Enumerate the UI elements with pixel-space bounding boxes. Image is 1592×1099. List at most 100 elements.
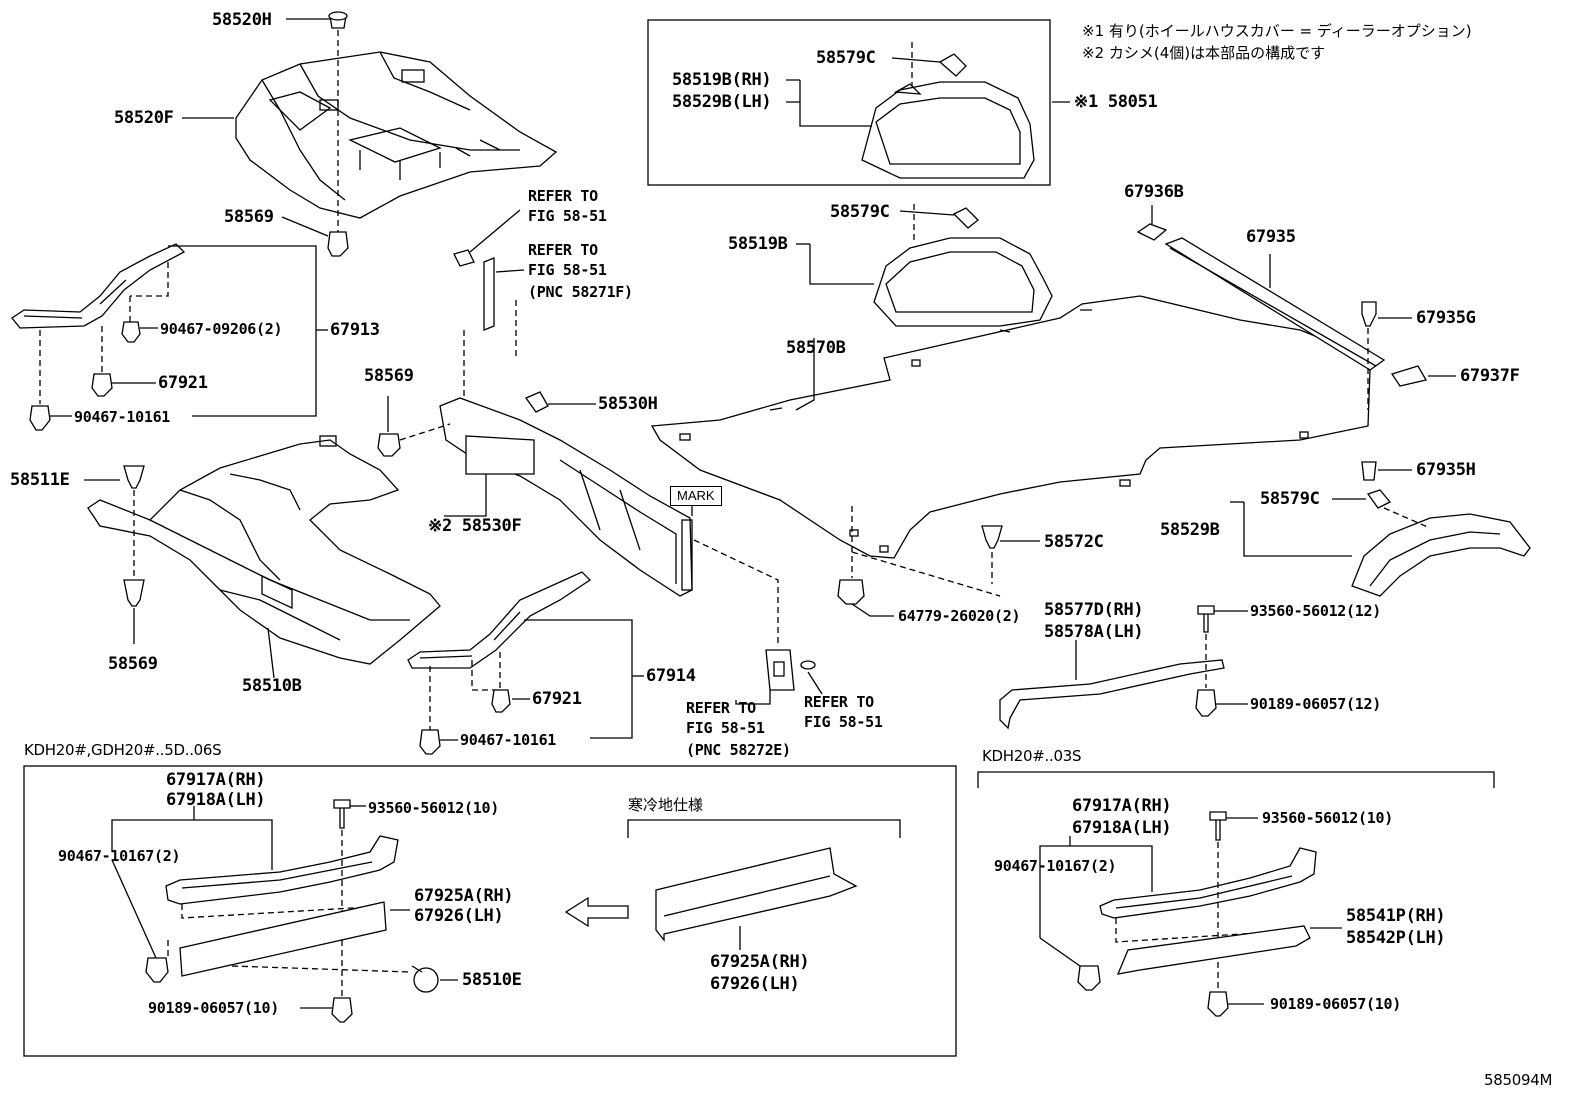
- label-r-93560: 93560-56012(10): [1262, 809, 1393, 827]
- part-58541P-plate: [1116, 925, 1311, 975]
- clip-refer-fig5851-icon: [453, 249, 475, 267]
- part-67913-step: [11, 243, 186, 329]
- part-67925A-cold-plate: [655, 847, 858, 942]
- note-2: ※2 カシメ(4個)は本部品の構成です: [1082, 44, 1326, 62]
- bracket-58271F-icon: [483, 257, 495, 331]
- label-58519B-RH: 58519B(RH): [672, 70, 772, 90]
- label-67935G: 67935G: [1416, 308, 1476, 328]
- part-67935-bar: [1164, 237, 1386, 371]
- label-58510B: 58510B: [242, 676, 302, 696]
- label-l-67918A: 67918A(LH): [166, 790, 266, 810]
- variant-bracket-right: [977, 771, 1495, 788]
- label-58520F: 58520F: [114, 108, 174, 128]
- label-67913: 67913: [330, 320, 380, 340]
- label-l-93560: 93560-56012(10): [368, 799, 499, 817]
- label-58530F: ※2 58530F: [428, 516, 522, 536]
- label-58579C-box: 58579C: [816, 48, 876, 68]
- label-67936B: 67936B: [1124, 182, 1184, 202]
- label-l-90467: 90467-10167(2): [58, 847, 181, 865]
- clip-58569-bot-icon: [123, 579, 145, 607]
- refer-3-line-1: REFER TO: [686, 699, 756, 717]
- nut-90189-left-icon: [331, 997, 353, 1023]
- label-90467-09206: 90467-09206(2): [160, 320, 283, 338]
- clip-67935G-icon: [1361, 301, 1377, 327]
- label-r-58542P: 58542P(LH): [1346, 928, 1446, 948]
- part-67917A-step-left: [165, 835, 399, 905]
- nut-90189-12-icon: [1195, 689, 1217, 717]
- part-67937F-pad: [1390, 365, 1427, 387]
- label-l-90189: 90189-06057(10): [148, 999, 279, 1017]
- clip-90467-10167-left-icon: [145, 957, 169, 983]
- part-67925A-plate-left: [179, 901, 387, 977]
- part-58530F-tunnel: [439, 397, 693, 597]
- part-58529B-cover: [1351, 513, 1531, 597]
- variant-label-left: KDH20#,GDH20#..5D..06S: [24, 741, 222, 759]
- part-58577D-bracket: [999, 659, 1225, 730]
- clip-67921-a-icon: [91, 373, 113, 397]
- bolt-93560-12-icon: [1197, 605, 1215, 633]
- clip-58569-icon: [327, 231, 349, 257]
- part-67936B-pad: [1136, 223, 1168, 241]
- part-58520F-panel: [235, 51, 558, 219]
- label-58569-bot: 58569: [108, 654, 158, 674]
- refer-2-line-1: REFER TO: [528, 241, 598, 259]
- clip-90467-09206-icon: [121, 321, 141, 343]
- clip-90467-10161-a-icon: [29, 405, 51, 431]
- label-l-67926: 67926(LH): [414, 906, 504, 926]
- clip-67921-b-icon: [491, 689, 511, 713]
- refer-2-line-2: FIG 58-51: [528, 261, 607, 279]
- label-58520H: 58520H: [212, 10, 272, 30]
- clip-90467-10161-b-icon: [419, 729, 441, 755]
- label-58579C-right: 58579C: [1260, 489, 1320, 509]
- refer-3-line-3: (PNC 58272E): [686, 741, 791, 759]
- label-58051: ※1 58051: [1074, 92, 1158, 112]
- figure-id: 585094M: [1484, 1071, 1553, 1089]
- clip-58579C-mid-icon: [952, 207, 979, 229]
- label-l-58510E: 58510E: [462, 970, 522, 990]
- refer-4-line-2: FIG 58-51: [804, 713, 883, 731]
- cold-spec-label: 寒冷地仕様: [628, 796, 704, 814]
- label-90189-12: 90189-06057(12): [1250, 695, 1381, 713]
- label-r-67918A: 67918A(LH): [1072, 818, 1172, 838]
- label-67921-b: 67921: [532, 689, 582, 709]
- part-58570B-board: [650, 295, 1371, 559]
- label-58511E: 58511E: [10, 470, 70, 490]
- refer-1-line-2: FIG 58-51: [528, 207, 607, 225]
- label-93560-12: 93560-56012(12): [1250, 602, 1381, 620]
- refer-4-line-1: REFER TO: [804, 693, 874, 711]
- clip-67935H-icon: [1361, 461, 1377, 481]
- refer-3-line-2: FIG 58-51: [686, 719, 765, 737]
- clip-58579C-right-icon: [1366, 489, 1392, 509]
- label-58529B-LH: 58529B(LH): [672, 92, 772, 112]
- direction-arrow: [564, 896, 629, 928]
- note-1: ※1 有り(ホイールハウスカバー = ディーラーオプション): [1082, 22, 1472, 40]
- refer-2-line-3: (PNC 58271F): [528, 283, 633, 301]
- label-64779: 64779-26020(2): [898, 607, 1021, 625]
- bolt-93560-right-icon: [1209, 811, 1227, 841]
- label-90467-10161-a: 90467-10161: [74, 408, 171, 426]
- clip-90467-10167-right-icon: [1077, 965, 1101, 991]
- label-67921-a: 67921: [158, 373, 208, 393]
- clip-58530H-icon: [525, 391, 549, 413]
- label-r-67917A: 67917A(RH): [1072, 796, 1172, 816]
- part-58510B-floor: [87, 435, 441, 665]
- label-67914: 67914: [646, 666, 696, 686]
- clip-58579C-icon: [938, 53, 967, 77]
- label-r-90467: 90467-10167(2): [994, 857, 1117, 875]
- label-58579C-mid: 58579C: [830, 202, 890, 222]
- part-58519B-cover: [873, 237, 1053, 327]
- label-58578A: 58578A(LH): [1044, 622, 1144, 642]
- variant-box-left: [23, 765, 957, 1057]
- clip-58511E-icon: [123, 465, 145, 489]
- variant-label-right: KDH20#..03S: [982, 747, 1082, 765]
- label-58569-top: 58569: [224, 207, 274, 227]
- clip-64779-icon: [837, 579, 865, 605]
- clip-58572C-icon: [981, 525, 1003, 549]
- part-67917A-step-right: [1099, 847, 1317, 919]
- label-58577D: 58577D(RH): [1044, 600, 1144, 620]
- label-58530H: 58530H: [598, 394, 658, 414]
- label-90467-10161-b: 90467-10161: [460, 731, 557, 749]
- label-l-67925A: 67925A(RH): [414, 886, 514, 906]
- label-r-58541P: 58541P(RH): [1346, 906, 1446, 926]
